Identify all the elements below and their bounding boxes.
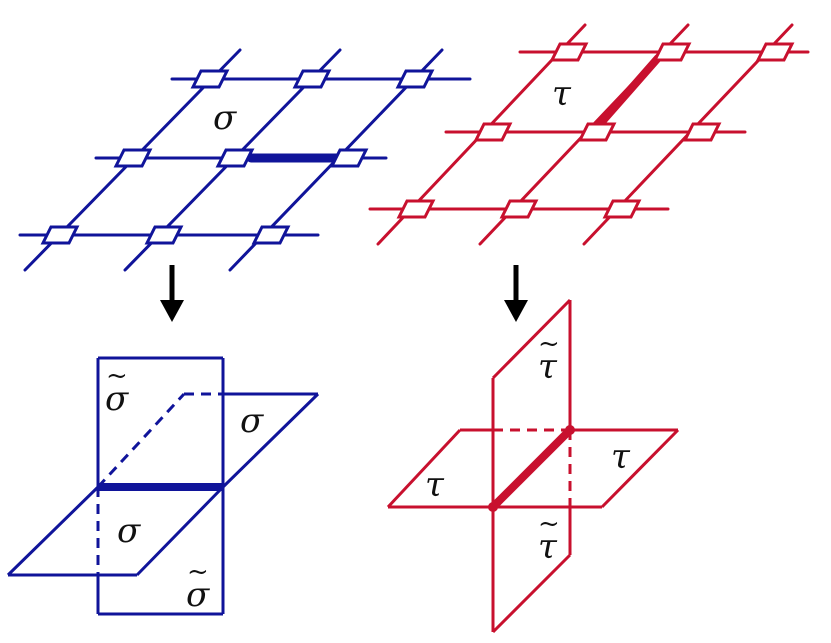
tilde-mark: ~ <box>187 557 209 587</box>
blue-face-label: σ <box>213 98 237 138</box>
blue-vertex-marker <box>190 69 230 89</box>
blue-vertex-marker <box>329 148 369 168</box>
red-vertex-marker <box>652 42 692 62</box>
red-lattice <box>368 23 810 246</box>
blue-vertex-marker <box>215 148 255 168</box>
blue-vertex-marker <box>113 148 153 168</box>
red-plane-edge <box>600 428 680 509</box>
red-vertex-marker <box>682 122 722 142</box>
blue-vertex-markers <box>40 69 435 245</box>
red-highlight-edge <box>596 54 662 128</box>
blue-split-figure <box>6 356 320 616</box>
red-sheet-edge <box>491 298 572 380</box>
arrow-down-icon <box>504 265 528 322</box>
blue-vertex-marker <box>395 69 435 89</box>
red-plane-label-left: τ <box>425 465 445 505</box>
red-junction-endpoint <box>488 502 498 512</box>
blue-plane-label-front: σ <box>117 511 141 551</box>
red-junction-edge <box>490 427 573 510</box>
red-junction-endpoint <box>565 425 575 435</box>
red-split-figure <box>386 298 680 634</box>
blue-plane-edge <box>6 485 100 577</box>
red-sheet-edge <box>491 553 572 634</box>
blue-vertex-marker <box>292 69 332 89</box>
red-vertex-marker <box>577 122 617 142</box>
blue-vertex-marker <box>40 225 80 245</box>
blue-vertex-marker <box>144 225 184 245</box>
red-vertex-marker <box>602 199 642 219</box>
blue-sheet-label-top: σ <box>105 379 129 419</box>
red-split-labels: ~ τ τ τ ~ τ <box>425 329 631 567</box>
blue-plane-edge <box>135 485 225 577</box>
red-plane-label-right: τ <box>611 437 631 477</box>
blue-sheet-label-bottom: σ <box>186 575 210 615</box>
tilde-mark: ~ <box>538 509 560 539</box>
red-face-label: τ <box>552 74 572 114</box>
red-plane-edge <box>386 428 462 509</box>
arrow-down-icon <box>160 265 184 322</box>
blue-vertex-marker <box>251 225 291 245</box>
red-vertex-marker <box>396 199 436 219</box>
red-sheet-label-bottom: τ <box>538 527 558 567</box>
tilde-mark: ~ <box>106 361 128 391</box>
tilde-mark: ~ <box>538 329 560 359</box>
blue-plane-label-right: σ <box>240 401 264 441</box>
red-vertex-marker <box>755 42 795 62</box>
red-vertex-marker <box>499 199 539 219</box>
red-vertex-marker <box>549 42 589 62</box>
red-sheet-label-top: τ <box>538 347 558 387</box>
blue-lattice <box>18 48 472 272</box>
blue-plane-hidden-edge <box>96 392 186 489</box>
red-vertex-marker <box>473 122 513 142</box>
blue-split-labels: ~ σ σ σ ~ σ <box>105 361 264 615</box>
red-vertex-markers <box>396 42 795 219</box>
blue-plane-edge <box>221 392 320 489</box>
